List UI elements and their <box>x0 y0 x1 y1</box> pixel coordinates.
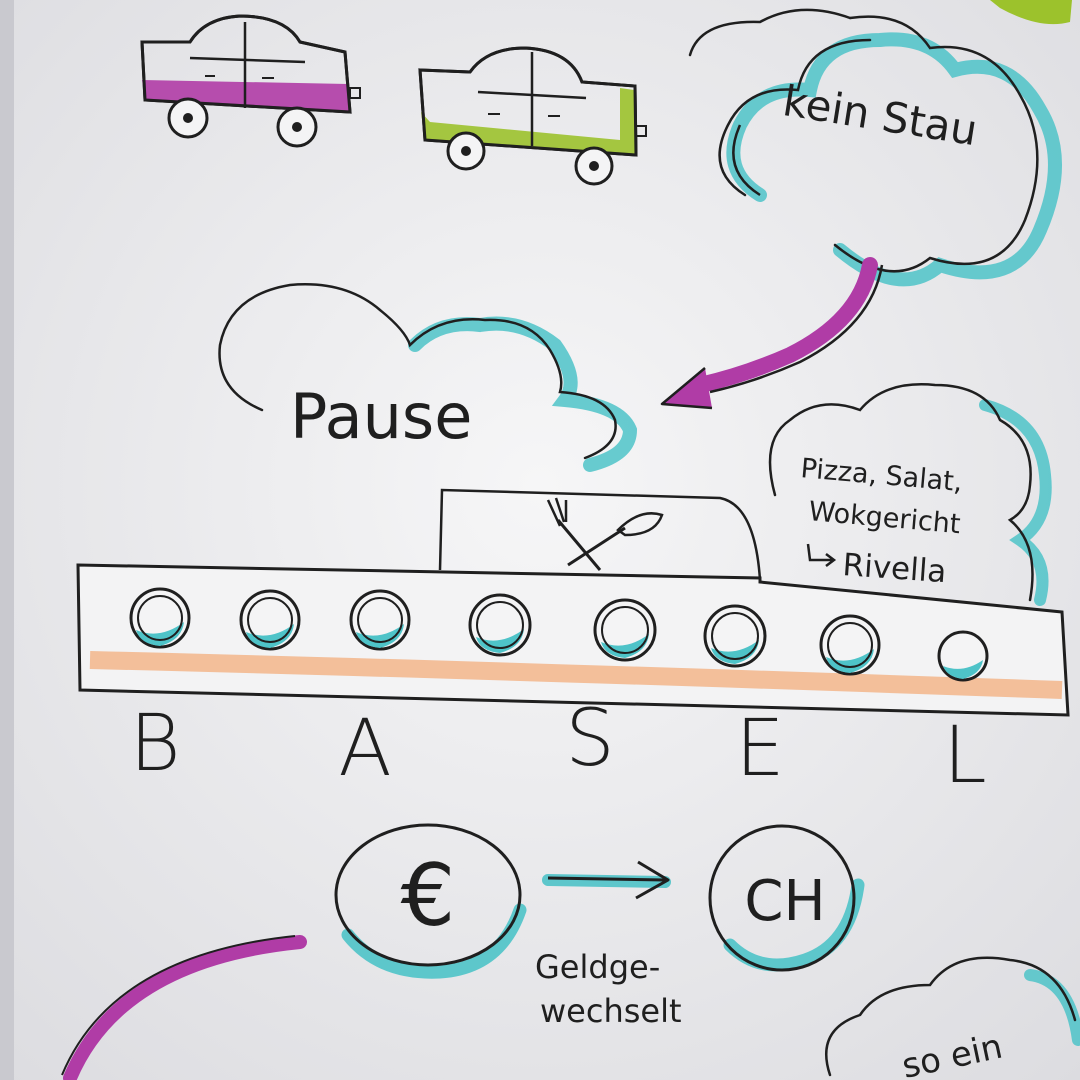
porthole <box>349 589 411 651</box>
cloud-pause: Pause <box>218 283 638 472</box>
porthole <box>937 630 989 682</box>
arrow-to-pause <box>660 257 884 410</box>
porthole <box>819 614 881 676</box>
porthole <box>239 589 301 651</box>
ship-letter-l: L <box>943 711 986 801</box>
ship-letter-e: E <box>735 704 784 794</box>
porthole-row <box>129 587 989 682</box>
swiss-coin: CH <box>708 824 865 972</box>
euro-symbol: € <box>401 846 456 946</box>
hook-arrow-icon <box>806 543 837 567</box>
ship-letter-a: A <box>338 704 391 794</box>
currency-exchange: € CH Geldge- wechselt <box>334 823 865 1030</box>
paper-edge <box>0 0 14 1080</box>
ship-waterline <box>89 651 1063 699</box>
ship-letter-s: S <box>565 694 615 784</box>
lime-corner-mark <box>990 0 1072 25</box>
text-pause: Pause <box>290 380 472 453</box>
porthole <box>468 593 532 657</box>
caption-line1: Geldge- <box>535 948 660 986</box>
porthole <box>593 598 657 662</box>
euro-coin: € <box>334 823 527 979</box>
ship-cabin <box>438 488 762 581</box>
car-lime <box>418 46 647 186</box>
exchange-arrow-icon <box>542 860 671 900</box>
car-magenta <box>140 14 361 148</box>
text-food-line3: Rivella <box>841 547 947 590</box>
porthole <box>129 587 191 649</box>
ship: B A S E L <box>76 488 1070 801</box>
fork-knife-icon <box>546 497 664 571</box>
ship-letter-b: B <box>129 699 180 789</box>
ch-symbol: CH <box>744 869 825 934</box>
magenta-arc <box>61 935 307 1080</box>
caption-line2: wechselt <box>540 992 682 1030</box>
porthole <box>703 604 767 668</box>
